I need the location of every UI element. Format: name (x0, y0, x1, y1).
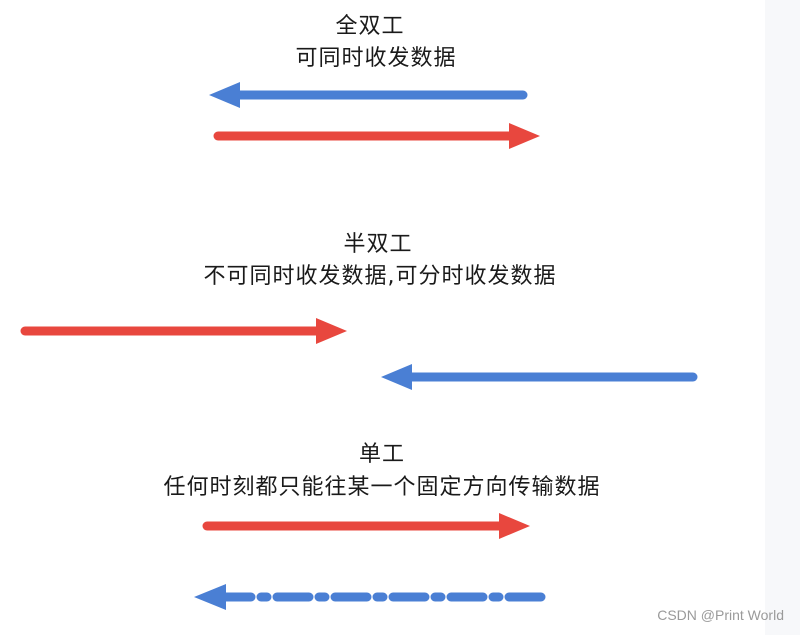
duplex-diagram (20, 82, 698, 610)
csdn-watermark: CSDN @Print World (657, 607, 784, 623)
right-edge-strip (765, 0, 800, 635)
full-duplex-subtitle: 可同时收发数据 (295, 46, 457, 71)
simplex-disabled-reverse-arrow (194, 584, 546, 610)
half-duplex-title: 半双工 (343, 232, 413, 257)
simplex-title: 单工 (358, 442, 406, 467)
full-duplex-receive-arrow (209, 82, 528, 108)
simplex-subtitle: 任何时刻都只能往某一个固定方向传输数据 (163, 475, 601, 500)
half-duplex-subtitle: 不可同时收发数据,可分时收发数据 (203, 264, 557, 289)
half-duplex-receive-arrow (381, 364, 698, 390)
full-duplex-send-arrow (213, 123, 540, 149)
simplex-send-arrow (202, 513, 530, 539)
half-duplex-send-arrow (20, 318, 347, 344)
full-duplex-title: 全双工 (335, 14, 405, 39)
